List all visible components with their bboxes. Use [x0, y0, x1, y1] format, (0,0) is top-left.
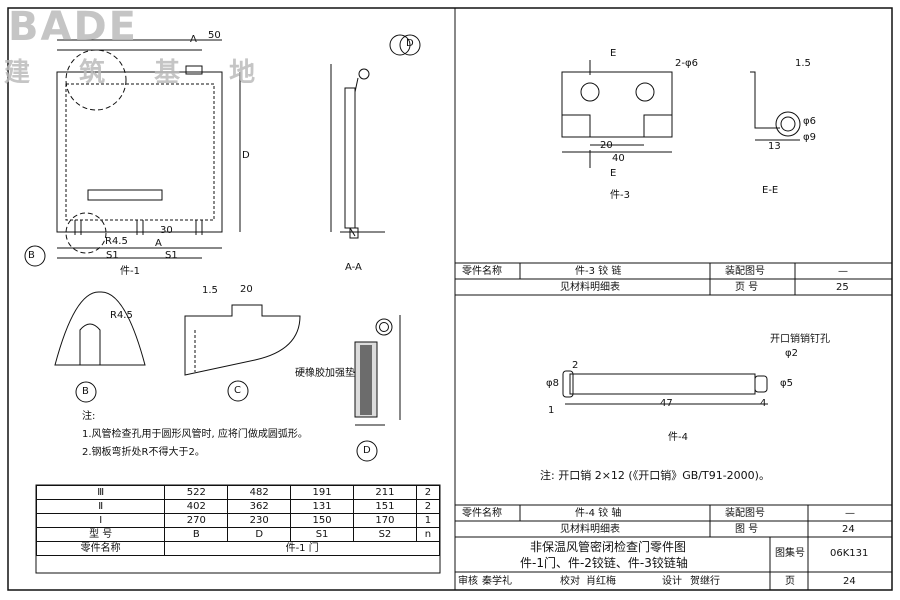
p3-tbl-page: 页 号	[735, 282, 759, 293]
rubber-label: 硬橡胶加强垫	[295, 368, 355, 379]
p4-tbl-mat: 见材料明细表	[560, 524, 620, 535]
dim-d: D	[242, 150, 250, 161]
p3-tbl-part: 件-3 铰 链	[575, 266, 622, 277]
part3-phi6: φ6	[803, 116, 816, 127]
part4-pindia: φ2	[785, 348, 798, 359]
dim-a-bot: A	[155, 238, 162, 249]
p4-tbl-fig: 图 号	[735, 524, 759, 535]
detail-c-dim: 20	[240, 284, 253, 295]
part4-1: 1	[548, 405, 555, 416]
check-name: 肖红梅	[586, 576, 616, 587]
part4-2: 2	[572, 360, 579, 371]
p4-tbl-figno: 24	[842, 524, 855, 535]
page-no: 24	[843, 576, 856, 587]
part3-section: E-E	[762, 185, 779, 196]
dim-50: 50	[208, 30, 221, 41]
review-name: 秦学礼	[482, 576, 512, 587]
part4-pinlabel: 开口销销钉孔	[770, 334, 830, 345]
note-2: 2.钢板弯折处R不得大于2。	[82, 447, 205, 458]
atlas-label: 图集号	[775, 548, 805, 559]
notes-title: 注:	[82, 411, 96, 422]
p4-tbl-part: 件-4 铰 轴	[575, 508, 622, 519]
design-label: 设计	[662, 576, 682, 587]
part3-caption: 件-3	[610, 190, 630, 201]
p3-tbl-name: 零件名称	[462, 266, 502, 277]
dim-s1b: S1	[165, 250, 178, 261]
part1-caption: 件-1	[120, 266, 140, 277]
part3-phi9: φ9	[803, 132, 816, 143]
detail-d-label: D	[363, 445, 371, 456]
section-aa-title: A-A	[345, 262, 362, 273]
part3-e-bot: E	[610, 168, 617, 179]
part4-47: 47	[660, 398, 673, 409]
dim-a-top: A	[190, 34, 197, 45]
detail-b-radius: R4.5	[110, 310, 133, 321]
table-row: 零件名称件-1 门	[35, 541, 440, 556]
review-label: 审核	[458, 576, 478, 587]
watermark-logo: BADE	[8, 4, 138, 50]
dim-s1a: S1	[106, 250, 119, 261]
p4-tbl-asm: 装配图号	[725, 508, 765, 519]
part4-phi8: φ8	[546, 378, 559, 389]
design-name: 贺继行	[690, 576, 720, 587]
detail-b-label: B	[82, 386, 89, 397]
part4-4: 4	[760, 398, 767, 409]
watermark-subtitle: 建 筑 基 地	[4, 58, 276, 88]
part3-e-top: E	[610, 48, 617, 59]
title-line1: 非保温风管密闭检查门零件图	[530, 540, 687, 554]
detail-c-label: C	[234, 385, 241, 396]
part4-note: 注: 开口销 2×12 (《开口销》GB/T91-2000)。	[540, 469, 770, 482]
note-1: 1.风管检查孔用于圆形风管时, 应将门做成圆弧形。	[82, 429, 308, 440]
part3-15: 1.5	[795, 58, 811, 69]
title-line2: 件-1门、件-2铰链、件-3铰链轴	[520, 556, 688, 570]
part4-caption: 件-4	[668, 432, 688, 443]
p4-tbl-dash: —	[845, 508, 855, 519]
dim-r45: R4.5	[105, 236, 128, 247]
part3-20: 20	[600, 140, 613, 151]
check-label: 校对	[560, 576, 580, 587]
dim-30: 30	[160, 225, 173, 236]
part3-hole: 2-φ6	[675, 58, 698, 69]
p3-tbl-pageno: 25	[836, 282, 849, 293]
callout-b-1: B	[28, 250, 35, 261]
page-label: 页	[785, 576, 795, 587]
p3-tbl-asm: 装配图号	[725, 266, 765, 277]
part3-13: 13	[768, 141, 781, 152]
p3-tbl-dash: —	[838, 266, 848, 277]
p4-tbl-name: 零件名称	[462, 508, 502, 519]
part4-phi5: φ5	[780, 378, 793, 389]
sheet-border	[7, 7, 893, 591]
p3-tbl-mat: 见材料明细表	[560, 282, 620, 293]
detail-c-dim2: 1.5	[202, 285, 218, 296]
callout-d-1: D	[406, 38, 414, 49]
part3-40: 40	[612, 153, 625, 164]
atlas-no: 06K131	[830, 548, 869, 559]
door-outline	[56, 71, 223, 233]
